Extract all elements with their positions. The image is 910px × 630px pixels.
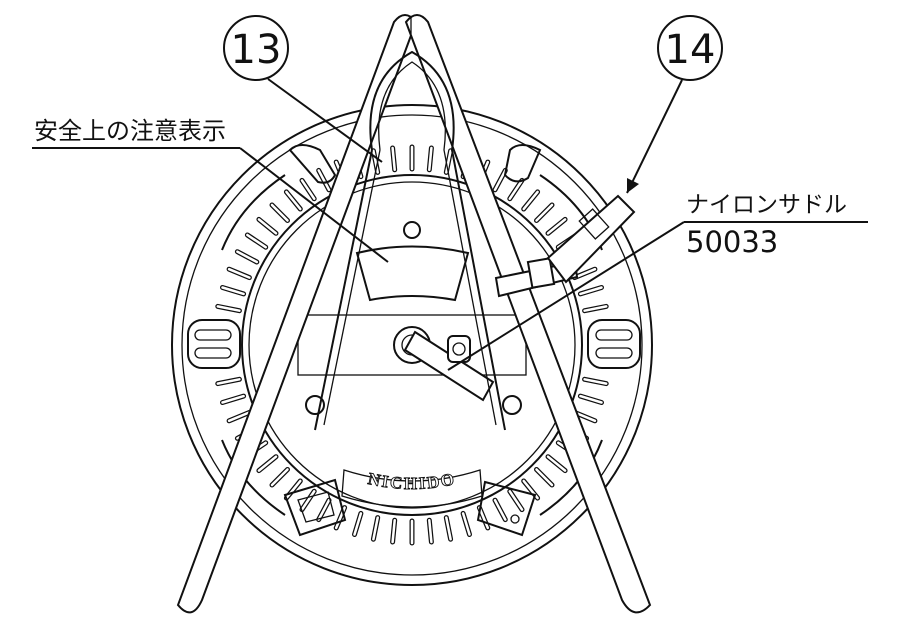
rib [227, 267, 251, 279]
stand-legs [176, 14, 652, 614]
rib [522, 190, 539, 211]
rib [428, 518, 433, 544]
rib [270, 203, 289, 222]
svg-text:14: 14 [665, 27, 716, 73]
rib [257, 455, 278, 472]
rib [579, 286, 603, 296]
svg-text:13: 13 [231, 27, 282, 73]
rib [546, 455, 567, 472]
rib [353, 512, 363, 536]
rib [221, 394, 245, 404]
callout-13: 13 [223, 15, 383, 163]
rib [236, 250, 259, 264]
rib [216, 378, 241, 385]
safety-notice-label: 安全上の注意表示 [34, 117, 226, 145]
rib [508, 179, 524, 200]
rib [573, 267, 597, 279]
rib [493, 498, 507, 521]
rib [227, 411, 251, 423]
rib [583, 305, 608, 312]
safety-label-callout: 安全上の注意表示 [32, 117, 389, 263]
bottom-slots [283, 478, 537, 537]
brand-emboss: NICHIDO [366, 469, 457, 493]
rib [508, 490, 524, 511]
nylon-saddle-label: ナイロンサドル [686, 192, 847, 218]
hub-screws [305, 221, 522, 415]
rib [478, 506, 490, 530]
nylon-saddle [494, 194, 636, 298]
callout-14: 14 [626, 15, 723, 194]
rib [535, 203, 554, 222]
rib [583, 378, 608, 385]
rib [317, 498, 331, 521]
reel-body: NICHIDO [171, 104, 653, 586]
right-slot [587, 319, 641, 369]
nylon-saddle-callout: ナイロンサドル 50033 [447, 192, 868, 371]
rib [579, 394, 603, 404]
rib [461, 512, 471, 536]
handle-loop [314, 50, 506, 431]
rib [445, 516, 452, 541]
part-number-label: 50033 [686, 225, 778, 259]
rib [257, 218, 278, 235]
safety-label-plate [355, 245, 470, 302]
rib [216, 305, 241, 312]
rib [300, 490, 316, 511]
rib [270, 468, 289, 487]
rib [285, 190, 302, 211]
rib [246, 233, 267, 249]
rib [493, 169, 507, 192]
rib [317, 169, 331, 192]
top-slots [288, 144, 542, 184]
rib [391, 146, 396, 172]
rib [546, 218, 567, 235]
rib [372, 516, 379, 541]
rib [372, 149, 379, 174]
left-slot [187, 319, 241, 369]
rib [221, 286, 245, 296]
rib [391, 518, 396, 544]
rib [428, 146, 433, 172]
rib [285, 479, 302, 500]
rib [300, 179, 316, 200]
crank [393, 326, 495, 402]
rib [535, 468, 554, 487]
